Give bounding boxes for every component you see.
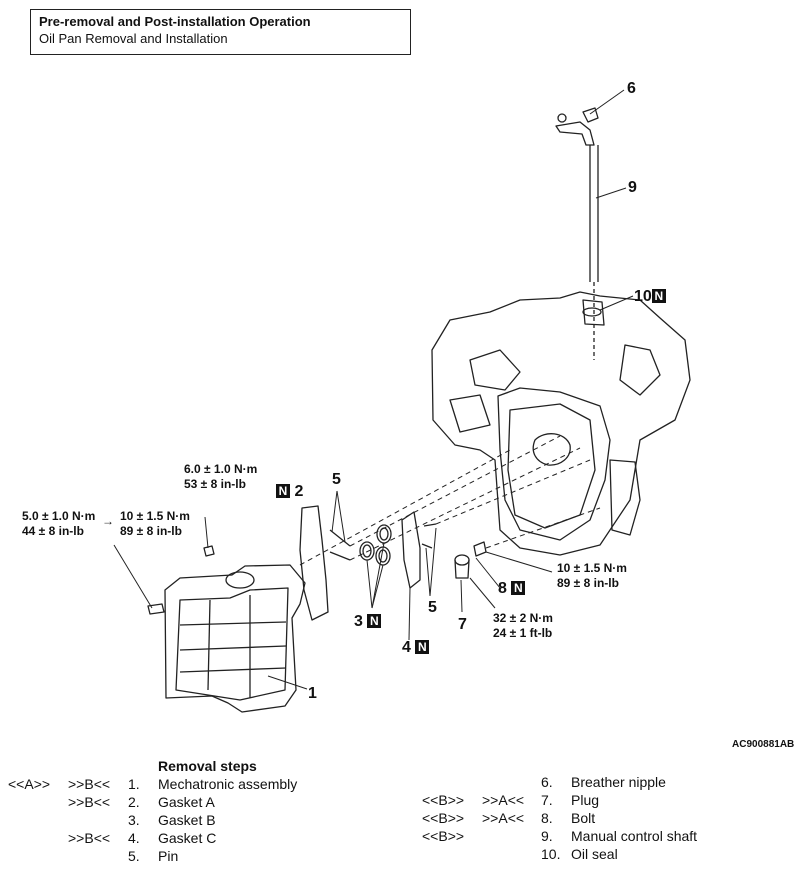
callout-2: N 2 — [276, 484, 303, 500]
torque-value-nm: 10 ± 1.5 N·m — [557, 561, 627, 575]
gasket-c-drawing — [401, 511, 421, 589]
step-name: Gasket A — [158, 794, 215, 810]
step-number: 9. — [541, 828, 553, 844]
header-box: Pre-removal and Post-installation Operat… — [30, 9, 411, 55]
step-number: 2. — [128, 794, 140, 810]
step-pre-mark: <<A>> — [8, 776, 51, 792]
callout-3-number: 3 — [354, 613, 363, 630]
list-item: >>B<< 2. Gasket A — [0, 793, 400, 811]
list-item: <<B>> >>A<< 7. Plug — [410, 791, 806, 809]
removal-steps-left: Removal steps <<A>> >>B<< 1. Mechatronic… — [0, 757, 400, 865]
step-number: 4. — [128, 830, 140, 846]
removal-steps-right: 6. Breather nipple <<B>> >>A<< 7. Plug <… — [410, 773, 806, 863]
manual-control-shaft-drawing — [555, 107, 602, 360]
step-pre-mark: <<B>> — [422, 810, 465, 826]
step-name: Gasket C — [158, 830, 217, 846]
torque-top: 6.0 ± 1.0 N·m 53 ± 8 in-lb — [184, 462, 257, 492]
step-name: Plug — [571, 792, 600, 808]
figure-code: AC900881AB — [732, 739, 795, 750]
step-post-mark: >>A<< — [482, 792, 525, 808]
step-name: Mechatronic assembly — [158, 776, 298, 792]
n-mark-badge: N — [415, 640, 430, 654]
callout-4-number: 4 — [402, 639, 411, 656]
step-post-mark: >>B<< — [68, 794, 111, 810]
step-name: Gasket B — [158, 812, 216, 828]
list-item: 5. Pin — [0, 847, 400, 865]
step-number: 1. — [128, 776, 140, 792]
callout-9: 9 — [628, 179, 637, 196]
step-pre-mark: <<B>> — [422, 792, 465, 808]
list-item: 3. Gasket B — [0, 811, 400, 829]
torque-value-lb: 53 ± 8 in-lb — [184, 477, 246, 491]
torque-value-lb: 44 ± 8 in-lb — [22, 524, 84, 538]
list-item: <<B>> >>A<< 8. Bolt — [410, 809, 806, 827]
torque-value-nm: 10 ± 1.5 N·m — [120, 509, 190, 523]
torque-right: 10 ± 1.5 N·m 89 ± 8 in-lb — [557, 561, 627, 591]
torque-value-nm: 6.0 ± 1.0 N·m — [184, 462, 258, 476]
step-post-mark: >>B<< — [68, 830, 111, 846]
n-mark-badge: N — [511, 581, 526, 595]
n-mark-badge: N — [276, 484, 290, 498]
mechatronic-assembly-drawing — [164, 564, 306, 713]
step-number: 10. — [541, 846, 561, 862]
gasket-b-rings-drawing — [359, 524, 392, 566]
n-mark-badge: N — [651, 289, 666, 303]
callout-1: 1 — [308, 685, 317, 702]
callout-4: 4 N — [402, 639, 430, 656]
callout-2-number: 2 — [294, 483, 304, 500]
torque-plug: 32 ± 2 N·m 24 ± 1 ft-lb — [493, 611, 553, 641]
torque-value-nm: 5.0 ± 1.0 N·m — [22, 509, 96, 523]
callout-5-lower: 5 — [428, 599, 437, 616]
callout-7: 7 — [458, 616, 467, 633]
gasket-a-drawing — [299, 505, 329, 621]
torque-value-lb: 24 ± 1 ft-lb — [493, 626, 553, 640]
list-item: 6. Breather nipple — [410, 773, 806, 791]
step-pre-mark: <<B>> — [422, 828, 465, 844]
step-post-mark: >>A<< — [482, 810, 525, 826]
step-number: 3. — [128, 812, 140, 828]
removal-steps-heading: Removal steps — [158, 758, 257, 774]
torque-arrow: → — [102, 514, 114, 528]
torque-value-lb: 89 ± 8 in-lb — [557, 576, 619, 590]
callout-8: 8 N — [498, 580, 526, 597]
callout-8-number: 8 — [498, 580, 507, 597]
step-name: Breather nipple — [571, 774, 666, 790]
n-mark-badge: N — [367, 614, 382, 628]
step-post-mark: >>B<< — [68, 776, 111, 792]
step-name: Bolt — [571, 810, 596, 826]
callout-10-number: 10 — [634, 288, 652, 305]
torque-left-b: 10 ± 1.5 N·m 89 ± 8 in-lb — [120, 509, 190, 539]
list-item: >>B<< 4. Gasket C — [0, 829, 400, 847]
step-name: Oil seal — [571, 846, 618, 862]
list-item: <<A>> >>B<< 1. Mechatronic assembly — [0, 775, 400, 793]
step-number: 7. — [541, 792, 553, 808]
step-name: Pin — [158, 848, 179, 864]
page-title: Pre-removal and Post-installation Operat… — [39, 14, 311, 29]
list-item: 10. Oil seal — [410, 845, 806, 863]
step-name: Manual control shaft — [571, 828, 698, 844]
transmission-case-drawing — [431, 291, 691, 556]
step-number: 6. — [541, 774, 553, 790]
torque-value-lb: 89 ± 8 in-lb — [120, 524, 182, 538]
callout-3: 3 N — [354, 613, 382, 630]
step-number: 5. — [128, 848, 140, 864]
list-item: <<B>> 9. Manual control shaft — [410, 827, 806, 845]
callout-5-upper: 5 — [332, 471, 341, 488]
torque-left-a: 5.0 ± 1.0 N·m 44 ± 8 in-lb — [22, 509, 95, 539]
torque-value-nm: 32 ± 2 N·m — [493, 611, 553, 625]
page-subtitle: Oil Pan Removal and Installation — [39, 31, 228, 46]
exploded-view-diagram — [113, 89, 691, 713]
step-number: 8. — [541, 810, 553, 826]
callout-6: 6 — [627, 80, 636, 97]
